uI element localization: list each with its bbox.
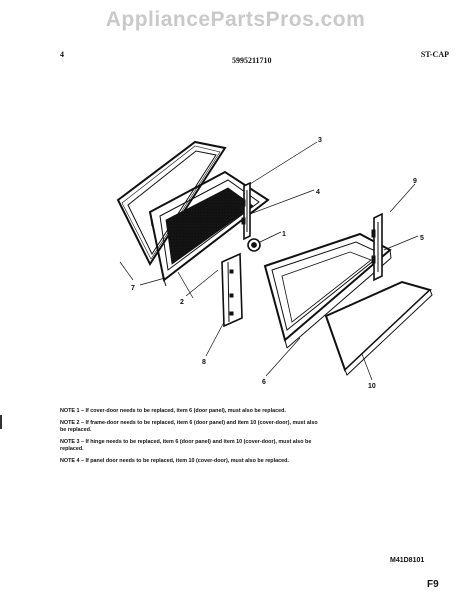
model-code: ST-CAP (420, 50, 449, 59)
callout-10: 10 (368, 383, 376, 390)
notes-block: NOTE 1 – If cover-door needs to be repla… (60, 408, 320, 470)
figure-label: F9 (427, 579, 439, 590)
callout-3: 3 (318, 137, 322, 144)
part-number: 5995211710 (232, 56, 272, 65)
part-latch (247, 238, 261, 252)
watermark: AppliancePartsPros.com (105, 8, 366, 31)
note-1: NOTE 1 – If cover-door needs to be repla… (60, 408, 286, 414)
part-right-hinge (371, 212, 383, 282)
callout-1: 1 (282, 231, 286, 238)
page-number: 4 (60, 50, 64, 59)
callout-6: 6 (262, 379, 266, 386)
part-cover-door (324, 280, 433, 376)
part-inner-door (148, 170, 270, 287)
scan-mark (0, 415, 2, 429)
callout-9: 9 (413, 178, 417, 185)
note-4: NOTE 4 – If panel door needs to be repla… (60, 458, 289, 464)
callout-2: 2 (180, 299, 184, 306)
part-left-hinge (241, 181, 251, 241)
callout-8: 8 (202, 359, 206, 366)
callout-5: 5 (420, 235, 424, 242)
callout-4: 4 (316, 189, 320, 196)
figure-code: M41D8101 (390, 557, 425, 564)
leader-lines (119, 141, 419, 381)
callout-7: 7 (131, 285, 135, 292)
part-bracket (221, 252, 243, 328)
note-3: NOTE 3 – If hinge needs to be replaced, … (60, 439, 312, 452)
part-gasket-frame (116, 140, 227, 267)
note-2: NOTE 2 – If frame-door needs to be repla… (60, 420, 318, 433)
part-door-panel (263, 232, 392, 349)
